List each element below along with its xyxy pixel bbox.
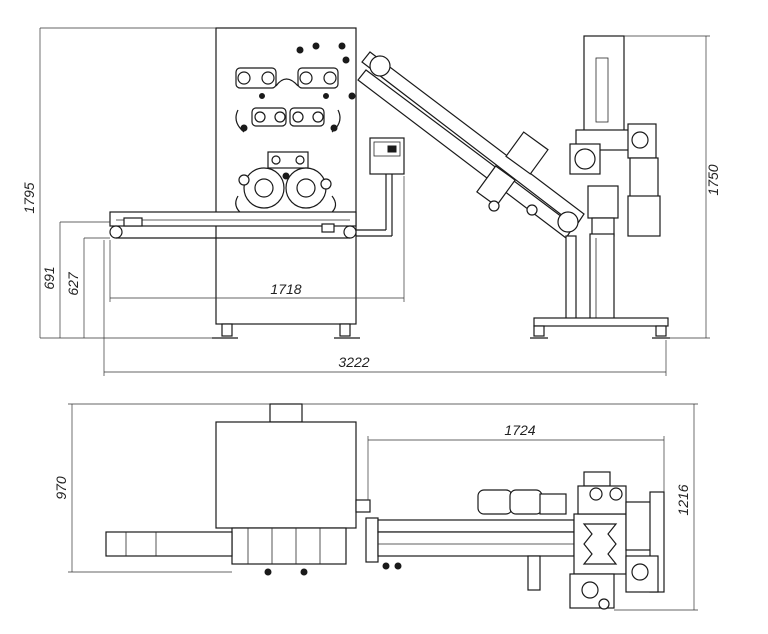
dim-691: 691 <box>41 266 57 289</box>
side-view <box>39 27 710 376</box>
dimension-lines-side <box>39 27 710 376</box>
top-hopper <box>269 403 303 423</box>
right-unit <box>530 35 670 339</box>
cabinet-foot-right <box>339 323 351 337</box>
cabinet-foot-left <box>221 323 233 337</box>
top-left-conveyor <box>105 531 233 557</box>
top-view <box>68 403 698 611</box>
forming-rollers-upper <box>235 42 356 133</box>
left-conveyor <box>109 211 357 239</box>
dimension-lines-top <box>68 403 698 611</box>
top-cabinet <box>215 421 357 529</box>
dim-1795: 1795 <box>21 182 37 213</box>
dim-1750: 1750 <box>705 164 721 195</box>
dim-1718: 1718 <box>270 281 301 297</box>
top-right-unit <box>573 513 627 575</box>
dim-970: 970 <box>53 476 69 500</box>
inclined-conveyor <box>357 51 585 239</box>
top-motor-1 <box>477 489 513 515</box>
dim-1724: 1724 <box>504 422 535 438</box>
dim-627: 627 <box>65 271 81 296</box>
top-motor-2 <box>509 489 543 515</box>
top-long-conveyor <box>377 519 575 533</box>
dim-1216: 1216 <box>675 484 691 515</box>
forming-rollers-lower <box>235 151 337 215</box>
dim-3222: 3222 <box>338 354 369 370</box>
control-panel <box>356 137 405 237</box>
